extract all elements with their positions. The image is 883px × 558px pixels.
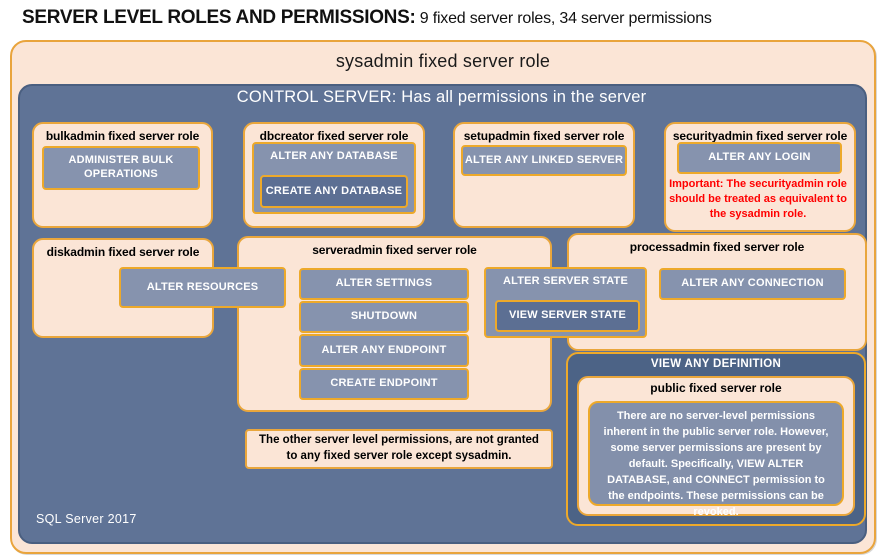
role-title-processadmin: processadmin fixed server role — [629, 240, 805, 254]
permission-alter-server-state-label: ALTER SERVER STATE — [502, 275, 629, 287]
role-title-public: public fixed server role — [650, 381, 782, 395]
page-title: SERVER LEVEL ROLES AND PERMISSIONS: 9 fi… — [22, 7, 712, 29]
permission-alter-any-linked-server: ALTER ANY LINKED SERVER — [461, 145, 627, 176]
permission-view-server-state: VIEW SERVER STATE — [495, 300, 640, 332]
permission-create-endpoint: CREATE ENDPOINT — [299, 368, 469, 400]
permission-alter-any-login: ALTER ANY LOGIN — [677, 142, 842, 174]
role-box-public: public fixed server role There are no se… — [577, 376, 855, 518]
role-title-dbcreator: dbcreator fixed server role — [259, 129, 409, 143]
control-server-title: CONTROL SERVER: Has all permissions in t… — [236, 88, 647, 106]
permission-alter-any-endpoint: ALTER ANY ENDPOINT — [299, 334, 469, 367]
permission-administer-bulk-operations: ADMINISTER BULK OPERATIONS — [42, 146, 200, 190]
role-title-bulkadmin: bulkadmin fixed server role — [45, 129, 200, 143]
role-title-diskadmin: diskadmin fixed server role — [46, 245, 200, 259]
permission-alter-any-database-label: ALTER ANY DATABASE — [270, 150, 398, 162]
role-title-serveradmin: serveradmin fixed server role — [312, 243, 477, 257]
permission-view-any-definition: VIEW ANY DEFINITION — [650, 358, 782, 370]
permission-alter-settings: ALTER SETTINGS — [299, 268, 469, 300]
permission-alter-resources: ALTER RESOURCES — [119, 267, 286, 308]
role-box-securityadmin: securityadmin fixed server role — [664, 122, 856, 232]
role-title-securityadmin: securityadmin fixed server role — [672, 129, 848, 143]
sysadmin-role-title: sysadmin fixed server role — [335, 51, 551, 71]
other-permissions-note: The other server level permissions, are … — [245, 429, 553, 469]
sql-server-version-label: SQL Server 2017 — [36, 512, 137, 526]
permission-alter-server-state: ALTER SERVER STATE VIEW SERVER STATE — [484, 267, 647, 338]
page-title-subtitle: 9 fixed server roles, 34 server permissi… — [415, 10, 712, 27]
page-title-main: SERVER LEVEL ROLES AND PERMISSIONS: — [22, 7, 416, 28]
permission-shutdown: SHUTDOWN — [299, 301, 469, 333]
permission-alter-any-connection: ALTER ANY CONNECTION — [659, 268, 846, 300]
permission-create-any-database: CREATE ANY DATABASE — [260, 175, 408, 208]
view-any-definition-container: VIEW ANY DEFINITION public fixed server … — [566, 352, 866, 526]
securityadmin-warning-text: Important: The securityadmin role should… — [669, 178, 847, 220]
role-title-setupadmin: setupadmin fixed server role — [463, 129, 625, 143]
permission-alter-any-database: ALTER ANY DATABASE CREATE ANY DATABASE — [252, 142, 416, 214]
public-role-description: There are no server-level permissions in… — [588, 401, 844, 518]
